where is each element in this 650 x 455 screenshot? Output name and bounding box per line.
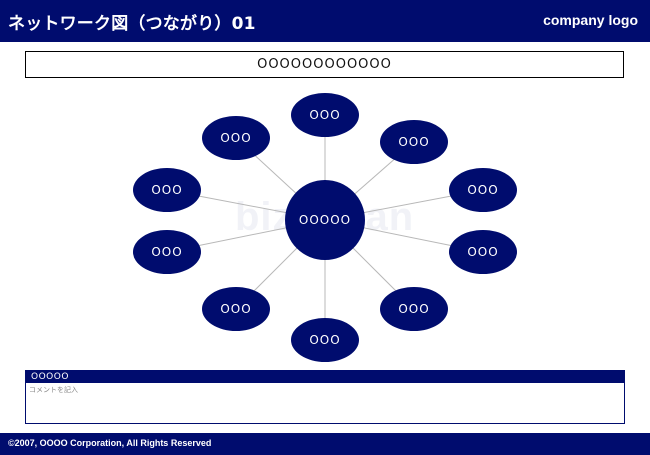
satellite-node [133, 168, 201, 212]
subtitle-box: OOOOOOOOOOOO [25, 51, 624, 78]
satellite-node [380, 120, 448, 164]
satellite-node-label: OOO [467, 245, 498, 259]
satellite-node [202, 116, 270, 160]
satellite-node [202, 287, 270, 331]
satellite-node [133, 230, 201, 274]
satellite-node [449, 168, 517, 212]
footer-bar: ©2007, OOOO Corporation, All Rights Rese… [0, 433, 650, 455]
comment-box: OOOOO コメントを記入 [25, 370, 625, 424]
satellite-node-label: OOO [220, 131, 251, 145]
satellite-node [291, 93, 359, 137]
header-bar: ネットワーク図（つながり）01 company logo [0, 0, 650, 42]
comment-heading: OOOOO [26, 371, 624, 383]
page-title: ネットワーク図（つながり）01 [8, 14, 256, 34]
satellite-node [380, 287, 448, 331]
satellite-node-label: OOO [220, 302, 251, 316]
satellite-node [291, 318, 359, 362]
satellite-node [449, 230, 517, 274]
copyright-text: ©2007, OOOO Corporation, All Rights Rese… [8, 438, 212, 448]
satellite-node-label: OOO [309, 108, 340, 122]
satellite-node-label: OOO [398, 135, 429, 149]
center-node [285, 180, 365, 260]
satellite-node-label: OOO [398, 302, 429, 316]
satellite-node-label: OOO [467, 183, 498, 197]
company-logo: company logo [543, 12, 638, 28]
comment-note[interactable]: コメントを記入 [29, 386, 78, 394]
satellite-node-label: OOO [309, 333, 340, 347]
satellite-node-label: OOO [151, 245, 182, 259]
center-node-label: OOOOO [299, 213, 351, 227]
satellite-node-label: OOO [151, 183, 182, 197]
